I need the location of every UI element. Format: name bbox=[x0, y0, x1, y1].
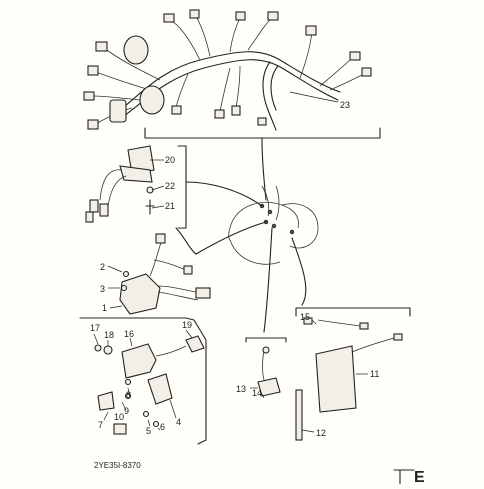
ignition-coil-assembly: 17 18 16 19 bbox=[90, 320, 205, 379]
label-18: 18 bbox=[104, 330, 114, 340]
harness-bracket bbox=[144, 127, 381, 139]
cdi-assembly: 2 3 1 bbox=[100, 227, 211, 315]
label-21: 21 bbox=[165, 201, 175, 211]
label-17: 17 bbox=[90, 323, 100, 333]
label-19: 19 bbox=[182, 320, 192, 330]
label-15: 15 bbox=[300, 312, 310, 322]
corner-mark: E bbox=[414, 469, 425, 484]
label-11: 11 bbox=[370, 369, 379, 379]
label-16: 16 bbox=[124, 329, 134, 339]
wire-harness: 23 bbox=[83, 9, 372, 131]
sensor-assembly: 13 14 bbox=[236, 337, 287, 399]
frame-outline bbox=[228, 185, 319, 265]
label-23: 23 bbox=[340, 100, 350, 110]
label-8: 8 bbox=[126, 390, 131, 400]
label-20: 20 bbox=[165, 155, 175, 165]
relay-assembly: 8 9 10 4 7 5 6 bbox=[97, 373, 181, 436]
corner-bracket bbox=[393, 469, 415, 485]
label-2: 2 bbox=[100, 262, 105, 272]
label-4: 4 bbox=[176, 417, 181, 427]
label-1: 1 bbox=[102, 303, 107, 313]
label-13: 13 bbox=[236, 384, 246, 394]
diagram-code: 2YE35I-8370 bbox=[94, 461, 141, 470]
label-22: 22 bbox=[165, 181, 175, 191]
label-7: 7 bbox=[98, 420, 103, 430]
label-3: 3 bbox=[100, 284, 105, 294]
label-9: 9 bbox=[124, 406, 129, 416]
label-5: 5 bbox=[146, 426, 151, 436]
label-12: 12 bbox=[316, 428, 326, 438]
label-10: 10 bbox=[114, 412, 124, 422]
battery-assembly: 15 11 12 bbox=[295, 307, 411, 441]
ignition-bracket bbox=[185, 317, 207, 445]
regulator-assembly: 20 22 21 bbox=[85, 145, 187, 229]
label-14: 14 bbox=[252, 388, 262, 398]
label-6: 6 bbox=[160, 422, 165, 432]
